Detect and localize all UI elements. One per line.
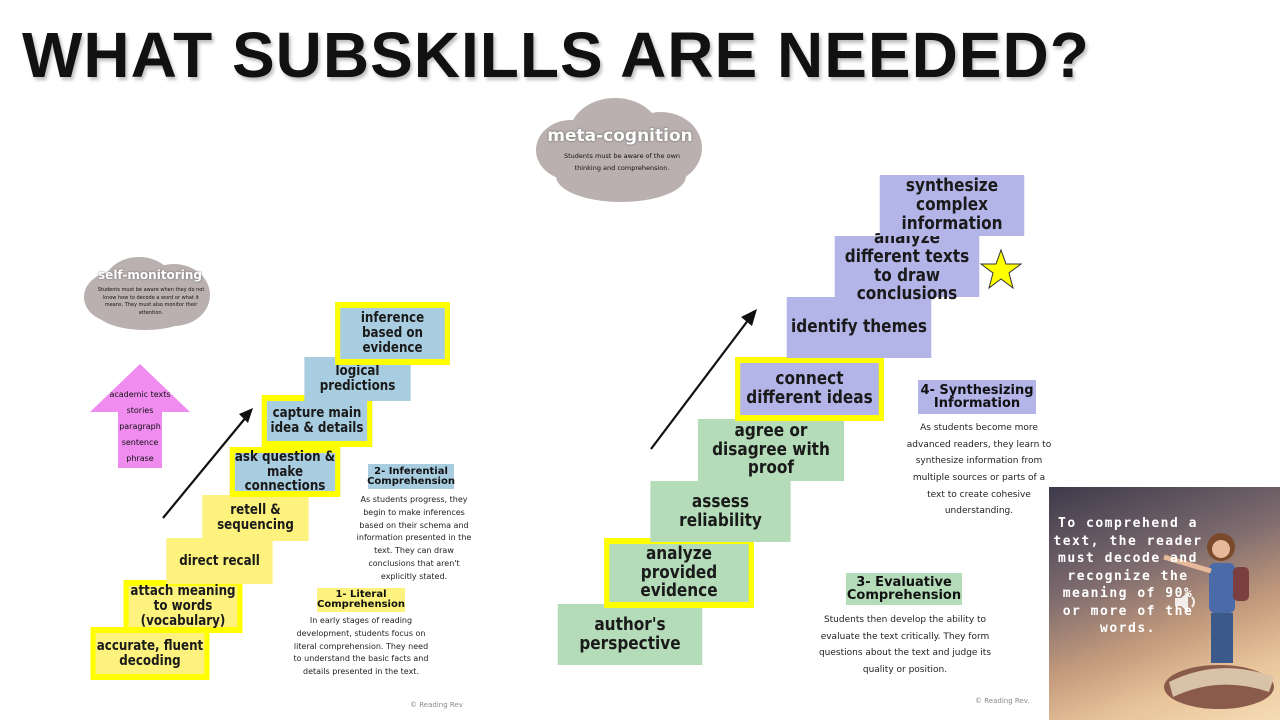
arrow-item: sentence <box>121 438 159 447</box>
photo-caption: To comprehend a text, the reader must de… <box>1053 516 1203 637</box>
step-main-idea: capture main idea & details <box>261 395 373 447</box>
step-analyze-texts: analyze different texts to draw conclusi… <box>834 228 980 303</box>
star-icon <box>979 248 1023 290</box>
arrow-item: stories <box>126 406 154 415</box>
reading-girl-photo: To comprehend a text, the reader must de… <box>1049 487 1280 720</box>
arrow-item: paragraph <box>119 422 161 431</box>
step-authors-perspective: author's perspective <box>557 604 703 665</box>
level3-label: 3- Evaluative Comprehension <box>846 573 962 605</box>
speaker-icon <box>1175 592 1195 612</box>
self-monitoring-text: Students must be aware when they do not … <box>97 287 205 316</box>
girl-on-book-illustration <box>1163 533 1274 709</box>
step-synthesize: synthesize complex information <box>879 175 1025 236</box>
self-monitoring-title: self-monitoring <box>98 268 202 282</box>
level2-text: As students progress, they begin to make… <box>356 495 472 581</box>
level4-label: 4- Synthesizing Information <box>918 380 1036 414</box>
step-identify-themes: identify themes <box>786 297 932 358</box>
arrow-item: phrase <box>126 454 154 463</box>
arrow-item: academic texts <box>109 390 171 399</box>
step-connect-ideas: connect different ideas <box>735 357 884 421</box>
level3-text: Students then develop the ability to eva… <box>818 615 992 675</box>
arrow-items: academic texts stories paragraph sentenc… <box>104 387 176 467</box>
step-ask-question: ask question & make connections <box>229 447 341 497</box>
right-watermark: © Reading Rev. <box>975 697 1030 705</box>
meta-cognition-text: Students must be aware of the own thinki… <box>563 152 681 173</box>
step-retell: retell & sequencing <box>202 495 309 541</box>
step-agree-disagree: agree or disagree with proof <box>697 419 845 481</box>
level1-label: 1- Literal Comprehension <box>317 588 405 612</box>
text-size-up-arrow <box>90 364 190 468</box>
step-inference: inference based on evidence <box>335 302 450 365</box>
step-direct-recall: direct recall <box>166 538 273 584</box>
step-analyze-evidence: analyze provided evidence <box>604 538 754 608</box>
step-decoding: accurate, fluent decoding <box>90 627 210 680</box>
level1-text: In early stages of reading development, … <box>293 616 429 677</box>
step-assess-reliability: assess reliability <box>650 481 791 542</box>
meta-cognition-title: meta-cognition <box>547 126 693 146</box>
left-watermark: © Reading Rev <box>410 701 463 709</box>
level2-label: 2- Inferential Comprehension <box>367 464 455 489</box>
level4-text: As students become more advanced readers… <box>906 423 1052 517</box>
step-vocabulary: attach meaning to words (vocabulary) <box>123 580 243 633</box>
page-title: WHAT SUBSKILLS ARE NEEDED? <box>22 19 1090 91</box>
step-logical-predictions: logical predictions <box>304 357 411 401</box>
left-progress-arrow <box>162 408 253 519</box>
right-progress-arrow <box>650 309 757 450</box>
